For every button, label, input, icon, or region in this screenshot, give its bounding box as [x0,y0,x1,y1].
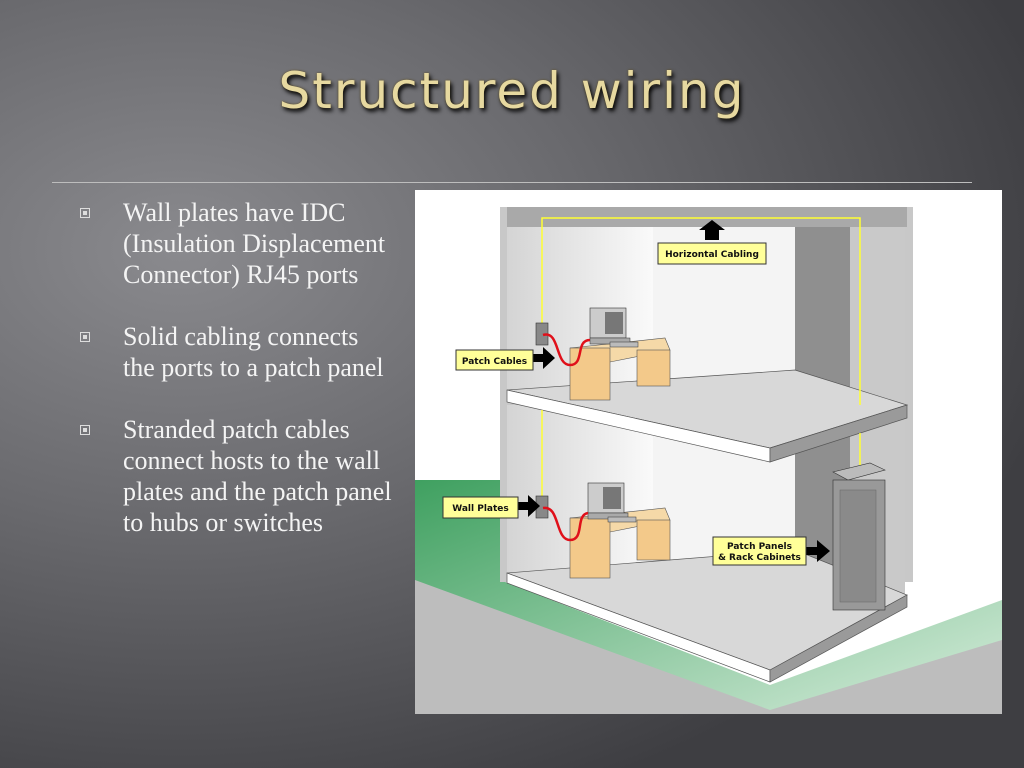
arrow-right-icon [518,495,540,517]
slide-title: Structured wiring [278,62,746,120]
bullet-icon [80,425,90,435]
patch-cable-upper [542,333,591,367]
arrow-up-icon [699,220,725,240]
arrow-right-icon [806,540,830,562]
bullet-text: Solid cabling connects the ports to a pa… [123,322,384,382]
label-patch-panels: Patch Panels& Rack Cabinets [712,536,807,566]
desk-upper [569,337,671,401]
svg-text:Wall Plates: Wall Plates [452,504,509,514]
bullet-icon [80,332,90,342]
bullet-text: Stranded patch cables connect hosts to t… [123,415,392,537]
arrow-right-icon [533,347,555,369]
patch-cable-lower [542,506,589,542]
bullet-item: Stranded patch cables connect hosts to t… [76,414,396,538]
title-divider [52,182,972,183]
bullet-item: Wall plates have IDC (Insulation Displac… [76,197,396,290]
bullet-item: Solid cabling connects the ports to a pa… [76,321,396,383]
label-patch-cables: Patch Cables [455,349,534,371]
svg-text:Patch Cables: Patch Cables [462,357,527,367]
ground-shadow [415,580,1002,714]
rack-cabinet [832,462,886,611]
structured-wiring-diagram: Horizontal Cabling Patch Cables Wall Pla… [415,190,1002,714]
svg-text:Patch Panels: Patch Panels [727,542,792,552]
computer-upper [589,307,639,348]
svg-text:Horizontal Cabling: Horizontal Cabling [665,250,759,260]
bullet-list: Wall plates have IDC (Insulation Displac… [76,197,396,569]
svg-text:& Rack Cabinets: & Rack Cabinets [718,553,801,563]
horizontal-cable [541,217,861,405]
bullet-text: Wall plates have IDC (Insulation Displac… [123,198,386,289]
bullet-icon [80,208,90,218]
label-horizontal-cabling: Horizontal Cabling [657,242,767,265]
label-wall-plates: Wall Plates [442,496,519,519]
computer-lower [587,482,637,523]
